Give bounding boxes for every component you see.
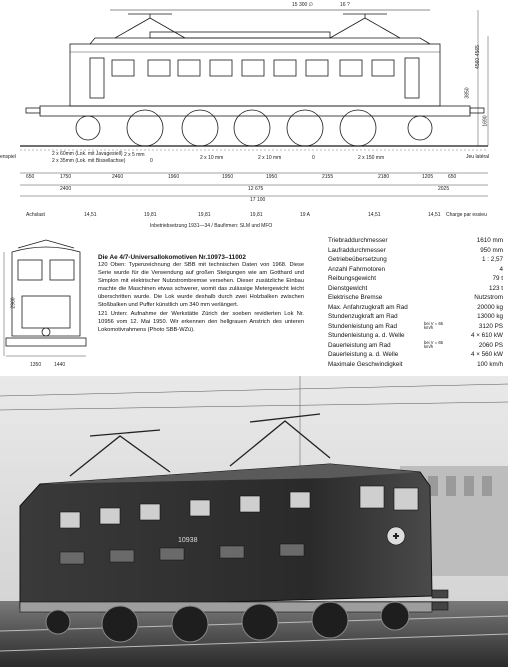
span-dimension: 2025: [438, 186, 450, 192]
spec-value: 950 mm: [480, 246, 503, 254]
wheel-note: 2 x 150 mm: [358, 155, 385, 161]
axle-load: 19,81: [144, 212, 157, 218]
spec-value: 2060 PS: [478, 341, 503, 349]
spacing-dimension: 650: [448, 174, 457, 180]
spec-label: Dauerleistung am Rad: [328, 341, 391, 349]
height-dimension: 4560-4565: [474, 45, 481, 69]
spec-label: Maximale Geschwindigkeit: [328, 360, 403, 368]
spacing-dimension: 1960: [168, 174, 180, 180]
spacing-dimension: 1205: [422, 174, 434, 180]
caption-paragraph-121: 121 Unten: Aufnahme der Werkstätte Züric…: [98, 310, 304, 333]
end-view-dimension: 2960: [10, 297, 17, 309]
height-dimension: 1690: [482, 115, 489, 127]
wheel-note: 2 x 10 mm: [258, 155, 282, 161]
spacing-dimension: 2155: [322, 174, 334, 180]
spec-value: 79 t: [492, 275, 503, 282]
axle-load: 14,51: [368, 212, 381, 218]
spec-value: 4: [499, 265, 503, 273]
spec-label: Max. Anfahrzugkraft am Rad: [328, 303, 408, 311]
spec-label: Triebraddurchmesser: [328, 237, 388, 244]
spec-value: 3120 PS: [478, 322, 503, 330]
spec-label: Stundenleistung am Rad: [328, 322, 397, 330]
spec-label: Stundenzugkraft am Rad: [328, 313, 398, 320]
spec-label: Getriebeübersetzung: [328, 256, 387, 263]
top-dimension: 15 300 ∅: [292, 2, 314, 8]
axle-load: 19,81: [250, 212, 263, 218]
spacing-dimension: 2460: [112, 174, 124, 180]
locomotive-side-drawing: [20, 9, 489, 197]
side-play-label: enspiel: [0, 154, 16, 160]
spec-value: 1 : 2,57: [481, 256, 503, 263]
locomotive-photo: 10938: [0, 376, 508, 667]
spec-note: bei V = 65 km/h: [424, 339, 443, 349]
axle-load: 19 A: [300, 212, 311, 218]
spacing-dimension: 650: [26, 174, 35, 180]
side-play-label-fr: Jeu latéral: [466, 154, 490, 160]
spec-value: 13000 kg: [477, 313, 503, 320]
specs-table: Triebraddurchmesser 1610 mm Laufraddurchm…: [328, 237, 503, 377]
spec-value: 123 t: [488, 284, 503, 292]
spec-value: 20000 kg: [477, 303, 503, 311]
spacing-dimension: 1950: [266, 174, 278, 180]
spec-label: Dienstgewicht: [328, 284, 368, 292]
end-view-dimension: 1350: [30, 362, 42, 368]
spec-label: Dauerleistung a. d. Welle: [328, 351, 399, 358]
spec-label: Laufraddurchmesser: [328, 246, 386, 254]
axle-load-label: Achslast: [26, 212, 45, 218]
spacing-dimension: 1950: [222, 174, 234, 180]
wheel-note: 0: [312, 155, 315, 161]
wheel-note: 0: [150, 158, 153, 164]
wheel-note: 2 x 60mm (Lok. mit Javagestell): [52, 151, 123, 157]
spec-value: 100 km/h: [477, 360, 503, 368]
spec-value: 4 × 610 kW: [470, 332, 503, 339]
height-dimension: 3850: [464, 87, 471, 99]
wheel-note: 2 x 35mm (Lok. mit Bissellachse): [52, 158, 126, 164]
spec-label: Anzahl Fahrmotoren: [328, 265, 386, 273]
axle-load: 19,81: [198, 212, 211, 218]
spec-label: Stundenleistung a. d. Welle: [328, 332, 405, 339]
wheel-note: 2 x 10 mm: [200, 155, 224, 161]
overall-length: 17 100: [250, 197, 266, 203]
axle-load: 14,51: [84, 212, 97, 218]
spec-value: Nutzstrom: [474, 294, 503, 301]
locomotive-body: [19, 463, 433, 609]
spec-value: 1610 mm: [476, 237, 503, 244]
wheel-note: 2 x 5 mm: [124, 152, 145, 158]
spec-note: bei V = 65 km/h: [424, 320, 443, 330]
span-dimension: 2400: [60, 186, 72, 192]
locomotive-end-view: [3, 239, 87, 357]
spacing-dimension: 2180: [378, 174, 390, 180]
top-dimension: 16 ?: [340, 2, 350, 8]
caption-paragraph-120: 120 Oben: Typenzeichnung der SBB mit tec…: [98, 262, 304, 309]
end-view-dimension: 1440: [54, 362, 66, 368]
spec-label: Elektrische Bremse: [328, 294, 383, 301]
caption-block: Die Ae 4/7-Universallokomotiven Nr.10973…: [98, 254, 304, 334]
spec-value: 4 × 560 kW: [470, 351, 503, 358]
service-note: Inbetriebsetzung 1931—34 / Baufirmen: SL…: [150, 223, 273, 229]
caption-title: Die Ae 4/7-Universallokomotiven Nr.10973…: [98, 254, 246, 261]
span-dimension: 12 675: [248, 186, 264, 192]
axle-load: 14,51: [428, 212, 441, 218]
spacing-dimension: 1750: [60, 174, 72, 180]
number-plate: 10938: [178, 537, 198, 544]
spec-label: Reibungsgewicht: [328, 275, 376, 282]
axle-load-label-fr: Charge par essieu: [446, 212, 487, 218]
